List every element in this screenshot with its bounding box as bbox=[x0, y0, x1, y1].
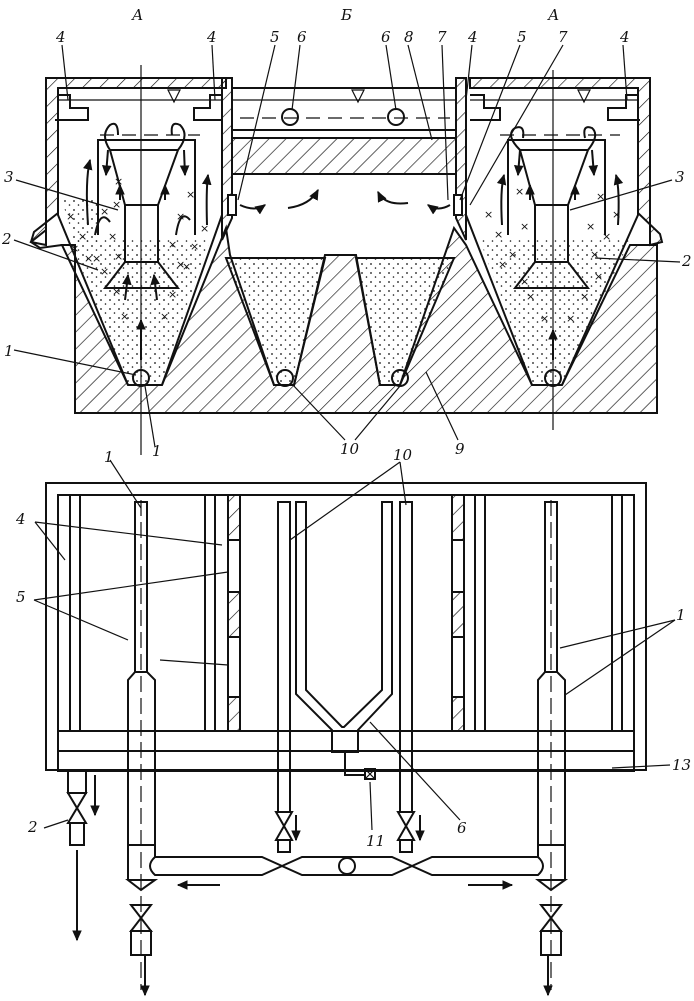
sludge-pipe bbox=[132, 369, 150, 387]
callout: 5 bbox=[16, 588, 26, 606]
valve-11 bbox=[364, 768, 376, 780]
callout: 8 bbox=[404, 28, 414, 46]
svg-text:×: × bbox=[112, 285, 121, 298]
callout: 1 bbox=[4, 342, 14, 360]
partition-wall bbox=[451, 494, 465, 541]
svg-text:×: × bbox=[182, 260, 191, 273]
svg-text:×: × bbox=[612, 208, 621, 221]
svg-text:×: × bbox=[176, 258, 185, 271]
svg-text:×: × bbox=[515, 185, 524, 198]
svg-text:×: × bbox=[92, 252, 101, 265]
svg-text:×: × bbox=[494, 228, 503, 241]
svg-text:×: × bbox=[168, 288, 177, 301]
svg-text:×: × bbox=[176, 210, 185, 223]
callout: 7 bbox=[437, 28, 447, 46]
svg-text:×: × bbox=[120, 310, 129, 323]
callout: 1 bbox=[104, 448, 114, 466]
plan-view bbox=[45, 482, 647, 997]
callout: 4 bbox=[15, 510, 26, 528]
callout: 6 bbox=[381, 28, 391, 46]
sludge-pocket bbox=[224, 257, 327, 386]
callout: 5 bbox=[517, 28, 527, 46]
callout: 11 bbox=[366, 832, 385, 850]
svg-text:×: × bbox=[112, 198, 121, 211]
svg-text:×: × bbox=[594, 270, 603, 283]
callout: 1 bbox=[152, 442, 162, 460]
svg-text:×: × bbox=[596, 190, 605, 203]
callout: 4 bbox=[55, 28, 66, 46]
callout: 6 bbox=[297, 28, 307, 46]
callout: 3 bbox=[4, 168, 14, 186]
svg-text:×: × bbox=[114, 250, 123, 263]
svg-text:×: × bbox=[498, 258, 507, 271]
svg-text:×: × bbox=[590, 248, 599, 261]
partition-wall bbox=[451, 696, 465, 732]
svg-text:×: × bbox=[190, 240, 199, 253]
section-label-middle: Б bbox=[340, 6, 352, 24]
suspended-layer-marks: ××× ××× ××× ××× ××× ××× ×× ×× ××× ××× ××… bbox=[66, 175, 621, 325]
svg-text:×: × bbox=[66, 210, 75, 223]
callout: 3 bbox=[675, 168, 685, 186]
svg-text:×: × bbox=[200, 222, 209, 235]
filter-layer bbox=[231, 137, 457, 175]
callout: 2 bbox=[27, 818, 38, 836]
callout: 10 bbox=[393, 446, 413, 464]
leader-lines bbox=[13, 44, 681, 831]
svg-text:×: × bbox=[520, 220, 529, 233]
svg-text:×: × bbox=[186, 188, 195, 201]
svg-text:×: × bbox=[160, 310, 169, 323]
callout: 7 bbox=[558, 28, 568, 46]
callout: 9 bbox=[455, 440, 465, 458]
distribution-pipe bbox=[281, 108, 299, 126]
sludge-pipe bbox=[544, 369, 562, 387]
svg-text:×: × bbox=[580, 290, 589, 303]
bottom-manifold bbox=[149, 856, 285, 876]
svg-text:×: × bbox=[484, 208, 493, 221]
section-view: ××× ××× ××× ××× ××× ××× ×× ×× ××× ××× ××… bbox=[29, 65, 664, 455]
svg-text:×: × bbox=[540, 312, 549, 325]
callout: 2 bbox=[681, 252, 692, 270]
svg-text:×: × bbox=[100, 205, 109, 218]
callout: 1 bbox=[676, 606, 686, 624]
svg-text:×: × bbox=[508, 248, 517, 261]
callout: 5 bbox=[270, 28, 280, 46]
callout: 4 bbox=[467, 28, 478, 46]
y-collector-pipe bbox=[295, 501, 393, 753]
svg-text:×: × bbox=[602, 230, 611, 243]
labels: А Б А 4 4 5 6 6 8 7 4 5 7 4 3 3 2 2 1 1 … bbox=[1, 6, 692, 850]
callout: 4 bbox=[206, 28, 217, 46]
svg-text:×: × bbox=[114, 175, 123, 188]
svg-text:×: × bbox=[526, 290, 535, 303]
callout: 6 bbox=[457, 819, 467, 837]
svg-text:×: × bbox=[566, 312, 575, 325]
svg-text:×: × bbox=[520, 275, 529, 288]
svg-text:×: × bbox=[70, 242, 79, 255]
svg-text:×: × bbox=[100, 265, 109, 278]
callout: 4 bbox=[619, 28, 630, 46]
svg-text:×: × bbox=[168, 238, 177, 251]
partition-wall bbox=[227, 494, 241, 541]
svg-text:×: × bbox=[586, 220, 595, 233]
partition-wall bbox=[451, 591, 465, 638]
distribution-pipe bbox=[387, 108, 405, 126]
partition-wall bbox=[227, 591, 241, 638]
partition-wall bbox=[227, 696, 241, 732]
svg-text:×: × bbox=[78, 230, 87, 243]
callout: 10 bbox=[340, 440, 360, 458]
section-label-right: А bbox=[547, 6, 559, 24]
section-label-left: А bbox=[131, 6, 143, 24]
callout: 2 bbox=[1, 230, 12, 248]
svg-text:×: × bbox=[84, 252, 93, 265]
callout: 13 bbox=[672, 756, 691, 774]
svg-text:×: × bbox=[108, 230, 117, 243]
sludge-pipe bbox=[276, 369, 294, 387]
